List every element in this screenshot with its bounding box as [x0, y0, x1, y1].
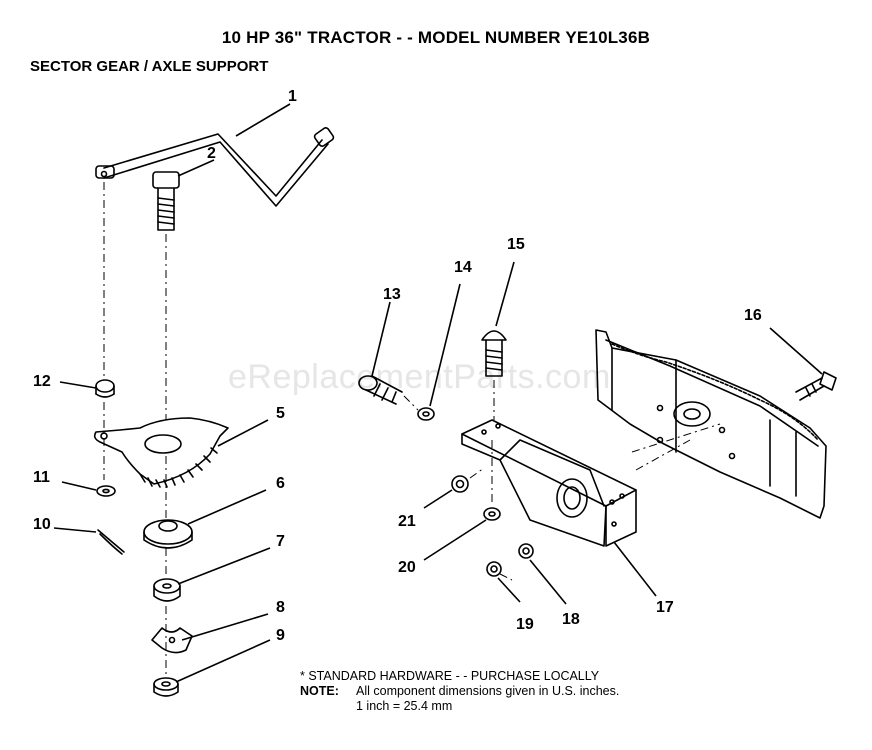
- front-axle: [595, 329, 827, 519]
- callout-5: 5: [276, 405, 285, 422]
- callout-14: 14: [454, 259, 472, 276]
- callout-21: 21: [398, 513, 416, 530]
- part-20-nut: [483, 507, 501, 521]
- callout-9: 9: [276, 627, 285, 644]
- part-13-bolt: [358, 375, 403, 405]
- part-2-bolt: [152, 171, 180, 231]
- part-6-pinion: [143, 519, 193, 549]
- callout-18: 18: [562, 611, 580, 628]
- part-21-nut: [451, 475, 469, 493]
- callout-16: 16: [744, 307, 762, 324]
- callout-12: 12: [33, 373, 51, 390]
- callout-19: 19: [516, 616, 534, 633]
- conversion-note: 1 inch = 25.4 mm: [356, 699, 453, 713]
- callout-1: 1: [288, 88, 297, 105]
- note-text: All component dimensions given in U.S. i…: [356, 684, 620, 698]
- part-10-pin: [97, 529, 125, 555]
- note-label: NOTE:: [300, 684, 339, 698]
- part-7-hex-nut: [153, 578, 181, 602]
- callout-17: 17: [656, 599, 674, 616]
- part-14-lock-washer: [417, 407, 435, 421]
- callout-2: 2: [207, 145, 216, 162]
- part-12-nut: [95, 379, 115, 398]
- callout-10: 10: [33, 516, 51, 533]
- part-11-washer: [96, 485, 116, 497]
- part-16-bolt: [795, 371, 837, 401]
- callout-13: 13: [383, 286, 401, 303]
- part-15-carriage-bolt: [481, 330, 507, 377]
- standard-hardware-note: * STANDARD HARDWARE - - PURCHASE LOCALLY: [300, 669, 600, 683]
- callout-20: 20: [398, 559, 416, 576]
- footer-notes: * STANDARD HARDWARE - - PURCHASE LOCALLY…: [300, 669, 619, 714]
- part-8-clamp: [151, 627, 193, 654]
- callout-11: 11: [33, 469, 50, 486]
- part-17-axle-support: [461, 419, 637, 547]
- callout-6: 6: [276, 475, 285, 492]
- part-5-sector-gear: [93, 417, 229, 488]
- dimensions-note: NOTE: All component dimensions given in U…: [300, 684, 619, 699]
- diagram-title: 10 HP 36" TRACTOR - - MODEL NUMBER YE10L…: [221, 28, 651, 47]
- part-18-nut: [518, 543, 534, 559]
- watermark: eReplacementParts.com: [228, 358, 611, 396]
- part-1-drag-link: [95, 127, 335, 207]
- leader-lines: [53, 103, 823, 683]
- part-19-washer: [486, 561, 502, 577]
- part-9-nut: [153, 677, 179, 697]
- callout-15: 15: [507, 236, 525, 253]
- alignment-lines: [103, 182, 721, 676]
- callout-8: 8: [276, 599, 285, 616]
- callout-7: 7: [276, 533, 285, 550]
- diagram-subtitle: SECTOR GEAR / AXLE SUPPORT: [30, 58, 269, 75]
